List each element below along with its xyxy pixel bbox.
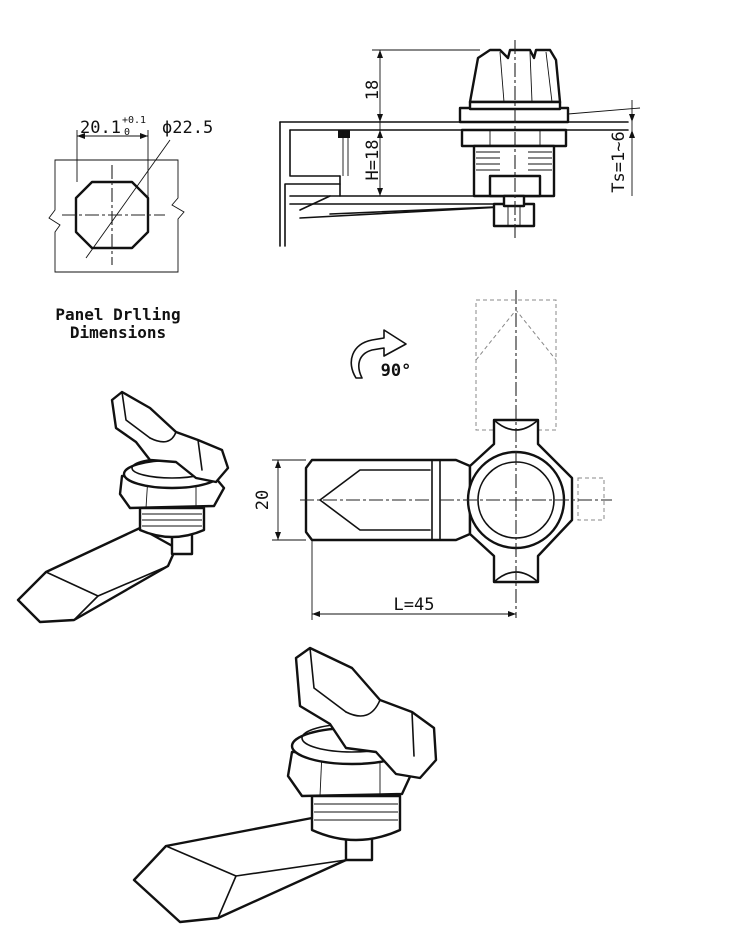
side-section-view: 18 H=18 Ts=1~6: [279, 40, 641, 247]
wing-knob-small: [110, 390, 230, 484]
wing-knob-large: [294, 646, 438, 780]
isometric-view-large: [132, 646, 438, 924]
panel-width-label: 20.1: [80, 118, 121, 138]
isometric-view-small: [16, 390, 230, 624]
dim-length-45: L=45: [394, 595, 435, 615]
panel-tol-lower: 0: [124, 127, 130, 138]
caption-line-1: Panel Drlling: [55, 305, 180, 324]
dim-knob-height: 18: [363, 80, 383, 100]
panel-drilling-diagram: 20.1 +0.1 0 ϕ22.5: [48, 115, 213, 273]
rotation-label: 90°: [381, 361, 412, 381]
dim-width-20: 20: [253, 490, 273, 510]
front-rotation-view: 90° 20 L=45: [253, 290, 612, 620]
rotation-arrow-icon: [350, 329, 407, 379]
dim-ts: Ts=1~6: [609, 131, 629, 192]
caption-line-2: Dimensions: [70, 323, 166, 342]
dim-h: H=18: [363, 140, 383, 181]
panel-diameter-label: ϕ22.5: [162, 118, 213, 138]
panel-tol-upper: +0.1: [122, 115, 146, 126]
